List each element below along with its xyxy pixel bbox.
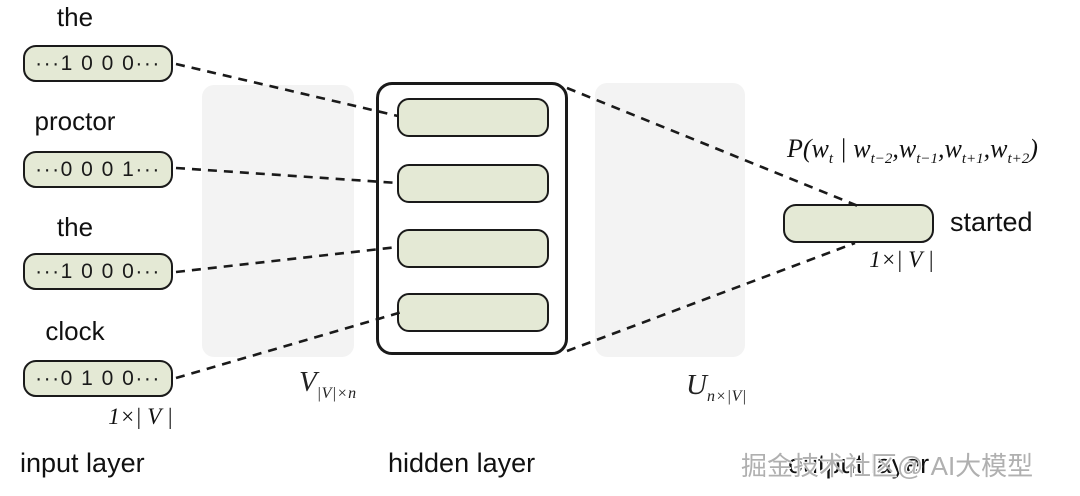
v-matrix-label: V|V|×n	[299, 366, 357, 403]
input-vector-box: ···0 1 0 0···	[23, 360, 173, 397]
hidden-layer-title: hidden layer	[388, 448, 536, 478]
watermark-text: 掘金技术社区@ AI大模型	[741, 451, 1034, 481]
formula-part: ,w	[983, 134, 1008, 163]
predicted-word-label: started	[950, 207, 1033, 237]
formula-part: ,w	[938, 134, 962, 163]
v-matrix-base: V	[299, 366, 317, 398]
input-vector-text: ···0 0 0 1···	[35, 157, 161, 181]
input-vector-box: ···1 0 0 0···	[23, 253, 173, 290]
output-vector-box	[783, 204, 934, 243]
hidden-layer-box	[376, 82, 568, 355]
hidden-unit	[397, 293, 549, 332]
input-vector-box: ···0 0 0 1···	[23, 151, 173, 188]
input-word-label: the	[56, 212, 94, 242]
input-layer-title: input layer	[20, 448, 145, 478]
formula-part: | w	[833, 134, 871, 163]
output-layer-title: output layer	[788, 449, 930, 479]
input-dimension-label: 1×| V |	[108, 404, 173, 429]
hidden-unit	[397, 98, 549, 137]
output-dimension-label: 1×| V |	[869, 247, 934, 272]
v-matrix-subscript: |V|×n	[316, 385, 357, 402]
input-vector-box: ···1 0 0 0···	[23, 45, 173, 82]
formula-subscript: t−1	[916, 151, 938, 167]
input-vector-text: ···1 0 0 0···	[35, 51, 161, 75]
input-vector-text: ···1 0 0 0···	[35, 259, 161, 283]
input-word-label: clock	[45, 316, 105, 346]
u-matrix-panel	[595, 83, 745, 357]
input-word-label: the	[56, 2, 94, 32]
u-matrix-base: U	[686, 369, 707, 401]
formula-part: ,w	[892, 134, 917, 163]
formula-part: )	[1029, 134, 1038, 163]
hidden-unit	[397, 229, 549, 268]
formula-subscript: t	[828, 151, 834, 167]
output-probability-formula: P(wt | wt−2,wt−1,wt+1,wt+2)	[787, 134, 1038, 167]
u-matrix-subscript: n×|V|	[706, 388, 747, 405]
input-word-label: proctor	[34, 106, 116, 136]
hidden-unit	[397, 164, 549, 203]
input-vector-text: ···0 1 0 0···	[35, 366, 161, 390]
formula-part: P(w	[787, 134, 829, 163]
formula-subscript: t−2	[870, 151, 893, 167]
v-matrix-panel	[202, 85, 354, 357]
formula-subscript: t+1	[961, 151, 984, 167]
formula-subscript: t+2	[1007, 151, 1030, 167]
u-matrix-label: Un×|V|	[686, 369, 747, 406]
